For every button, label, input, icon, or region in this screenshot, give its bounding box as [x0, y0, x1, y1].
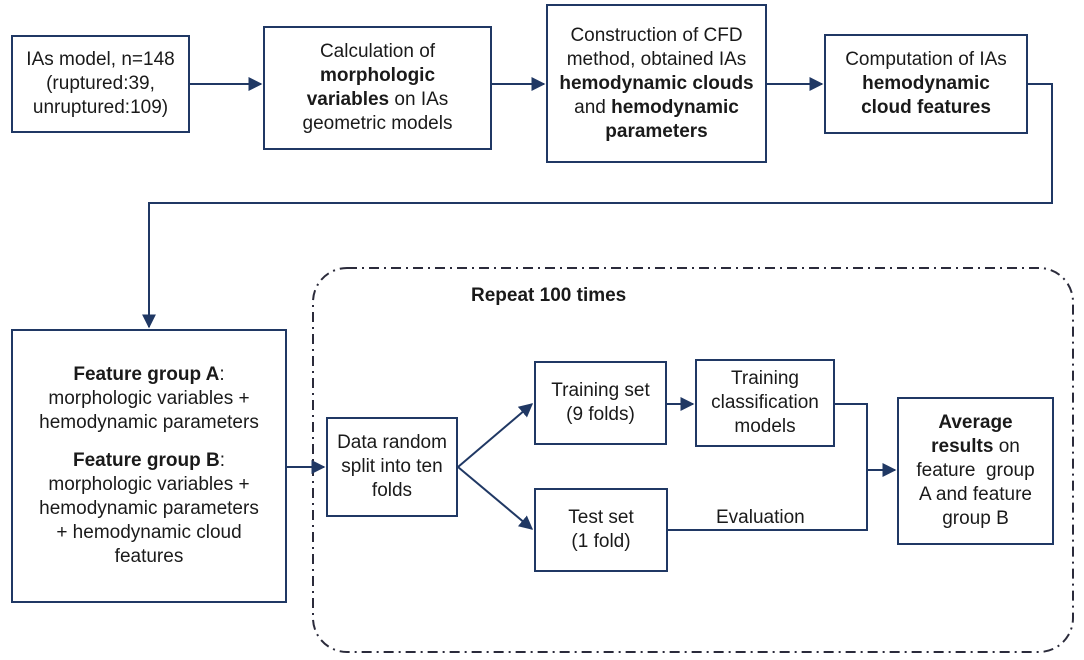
node-training-models: Training classification models	[695, 359, 835, 447]
node-text-line: hemodynamic parameters	[39, 411, 259, 435]
bold-text: hemodynamic	[611, 96, 739, 118]
evaluation-label: Evaluation	[716, 507, 805, 528]
arrow-split-to-training	[457, 403, 534, 468]
node-text-line: classification	[711, 391, 819, 415]
node-text-line: variables on IAs	[307, 88, 449, 112]
node-feature-groups: Feature group A:morphologic variables +h…	[11, 329, 287, 603]
node-text-line: group B	[942, 507, 1009, 531]
node-text-line: morphologic	[320, 64, 435, 88]
text: on IAs	[389, 89, 449, 110]
text: and	[574, 96, 612, 118]
node-text-line: folds	[372, 479, 412, 503]
node-text-line: unruptured:109)	[33, 96, 168, 120]
text: hemodynamic parameters	[39, 412, 259, 433]
node-data-split: Data random split into ten folds	[326, 417, 458, 517]
text: classification	[711, 392, 819, 413]
text: feature group	[916, 460, 1035, 481]
text: unruptured:109)	[32, 97, 169, 118]
arrow-split-to-test	[457, 466, 534, 530]
node-text-line: split into ten	[341, 455, 442, 479]
node-test-set: Test set (1 fold)	[534, 488, 668, 572]
text: Calculation of	[319, 41, 436, 62]
bold-text: hemodynamic clouds	[559, 72, 754, 94]
bold-text: Feature group A	[73, 364, 220, 385]
node-text-line: Training set	[551, 379, 650, 403]
bold-text: variables	[306, 89, 390, 110]
node-text-line: feature group	[916, 459, 1034, 483]
node-text-line: Feature group B:	[73, 449, 225, 473]
node-ias-model: IAs model, n=148 (ruptured:39, unruptured:…	[11, 35, 190, 133]
text: hemodynamic parameters	[39, 498, 259, 519]
text: (1 fold)	[571, 531, 631, 552]
node-text-line: Data random	[337, 431, 447, 455]
node-text-line: Training	[731, 367, 799, 391]
line-models-to-join	[835, 403, 868, 470]
arrow-cloud-to-feature-groups	[142, 83, 1053, 329]
text: Training set	[551, 380, 650, 401]
node-text-line: results on	[931, 435, 1020, 459]
bold-text: parameters	[605, 120, 708, 142]
node-text-line: models	[734, 415, 795, 439]
node-text-line: (ruptured:39,	[46, 72, 155, 96]
node-text-line: cloud features	[861, 96, 991, 120]
node-text-line: parameters	[605, 120, 707, 144]
text: :	[219, 364, 225, 385]
node-text-line: morphologic variables +	[48, 387, 249, 411]
node-training-set: Training set (9 folds)	[534, 361, 667, 445]
node-text-line: Construction of CFD	[570, 24, 742, 48]
text: geometric models	[302, 113, 453, 134]
text: A and feature	[918, 484, 1033, 505]
text: features	[114, 546, 184, 567]
text: Construction of CFD	[570, 24, 743, 46]
node-text-line: method, obtained IAs	[567, 48, 747, 72]
text: morphologic variables +	[48, 474, 250, 495]
node-text-line: hemodynamic clouds	[559, 72, 753, 96]
line-test-to-join	[668, 470, 868, 531]
bold-text: results	[931, 436, 994, 457]
node-text-line: IAs model, n=148	[26, 48, 174, 72]
text: (ruptured:39,	[46, 73, 155, 94]
node-text-line: hemodynamic parameters	[39, 497, 259, 521]
node-text-line: Average	[938, 411, 1012, 435]
repeat-label: Repeat 100 times	[471, 285, 627, 306]
text: Test set	[568, 507, 634, 528]
text: Training	[731, 368, 799, 389]
text: :	[219, 450, 225, 471]
text: morphologic variables +	[48, 388, 250, 409]
text: (9 folds)	[566, 404, 635, 425]
text: + hemodynamic cloud	[56, 522, 242, 543]
text: method, obtained IAs	[566, 48, 747, 70]
text: Computation of IAs	[845, 49, 1007, 70]
node-text-line: hemodynamic	[862, 72, 990, 96]
node-text-line: Feature group A:	[73, 363, 224, 387]
node-text-line: A and feature	[919, 483, 1032, 507]
text: group B	[942, 508, 1009, 529]
bold-text: hemodynamic	[862, 73, 990, 94]
text: Data random	[337, 432, 447, 453]
text: models	[734, 416, 796, 437]
node-text-line: (9 folds)	[566, 403, 635, 427]
bold-text: Average	[938, 412, 1013, 433]
node-text-line: Computation of IAs	[845, 48, 1007, 72]
node-text-line: and hemodynamic	[574, 96, 739, 120]
node-cloud-features: Computation of IAs hemodynamic cloud featu…	[824, 34, 1028, 134]
node-text-line: Calculation of	[320, 40, 435, 64]
text: IAs model, n=148	[26, 49, 175, 70]
bold-text: cloud features	[861, 97, 991, 118]
bold-text: morphologic	[319, 65, 436, 86]
node-text-line: morphologic variables +	[48, 473, 249, 497]
text: folds	[371, 480, 413, 501]
node-text-line: + hemodynamic cloud	[56, 521, 241, 545]
node-text-line: (1 fold)	[571, 530, 630, 554]
text: on	[993, 436, 1020, 457]
node-text-line: features	[115, 545, 184, 569]
bold-text: Feature group B	[72, 450, 220, 471]
text: split into ten	[341, 456, 443, 477]
node-text-line: geometric models	[303, 112, 453, 136]
node-text-line: Test set	[568, 506, 633, 530]
